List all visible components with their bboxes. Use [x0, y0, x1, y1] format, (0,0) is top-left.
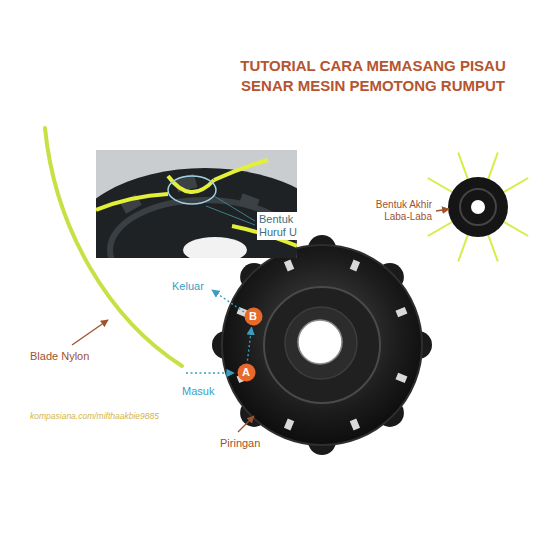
inset-disc	[96, 168, 297, 258]
spider-illustration	[428, 153, 528, 262]
direction-label: Keluar	[172, 280, 204, 293]
spider-line	[458, 153, 469, 183]
spider-line	[458, 231, 469, 261]
leader-arrow	[238, 416, 254, 432]
callout-letter: A	[242, 366, 250, 378]
disc-illustration	[212, 235, 432, 455]
part-label: Piringan	[220, 437, 260, 450]
spider-hole	[471, 200, 485, 214]
title: TUTORIAL CARA MEMASANG PISAU SENAR MESIN…	[228, 56, 518, 96]
leader-arrow	[436, 209, 449, 211]
disc-slot	[284, 418, 294, 430]
disc-slot	[395, 373, 407, 383]
leader-line	[206, 206, 255, 225]
spider-line	[428, 220, 456, 236]
spider-line	[487, 231, 498, 261]
part-label: Blade Nylon	[30, 350, 89, 363]
spider-line	[428, 178, 456, 194]
disc-hole	[298, 320, 342, 364]
disc-slot	[395, 307, 407, 317]
route-arrow	[247, 327, 251, 360]
leader-arrow	[72, 320, 108, 345]
inset-nylon	[214, 160, 268, 180]
inset-photo	[96, 150, 297, 258]
exit-arrow	[212, 290, 244, 312]
inset-nylon	[96, 194, 168, 210]
callout-letter: B	[249, 310, 257, 322]
direction-label: Masuk	[182, 385, 214, 398]
entry-arrow	[186, 372, 234, 373]
disc-boss	[285, 307, 357, 379]
highlight-ring	[168, 176, 216, 204]
disc-slot	[350, 260, 360, 272]
spider-line	[487, 153, 498, 183]
disc-slot	[284, 260, 294, 272]
disc-slot	[350, 418, 360, 430]
step-marker: A	[237, 363, 256, 382]
marker-circle	[237, 363, 255, 381]
marker-circle	[244, 307, 262, 325]
spider-disc	[448, 177, 508, 237]
step-marker: B	[244, 307, 263, 326]
disc-ring	[264, 287, 380, 403]
spider-line	[501, 220, 529, 236]
part-label: Bentuk Akhir Laba-Laba	[366, 199, 432, 223]
inset-hole	[183, 237, 247, 258]
disc-body	[222, 245, 422, 445]
spider-ring	[460, 189, 496, 225]
watermark: kompasiana.com/mifthaakbie9885	[30, 411, 159, 421]
inset-tab	[238, 193, 259, 210]
spider-line	[501, 178, 529, 194]
part-label: Bentuk Huruf U	[257, 212, 309, 240]
